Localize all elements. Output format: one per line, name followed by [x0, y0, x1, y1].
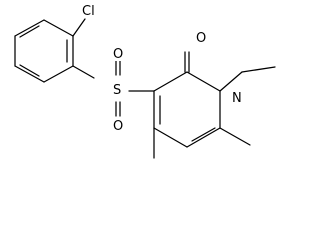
sulfonyl-bottom-oxygen-label: O: [113, 119, 123, 134]
molecule-diagram: Cl S O O O N: [14, 2, 276, 159]
chlorine-atom-label: Cl: [82, 4, 95, 19]
bond-aryl-inner-double-b: [19, 64, 40, 77]
bond-aryl-sulfur: [72, 65, 95, 79]
bond-n-ethyl-ch2: [219, 71, 243, 92]
bond-c6-methyl: [219, 127, 251, 146]
sulfonyl-top-oxygen-label-background: [110, 45, 128, 61]
bond-pyridone-c6-c5: [186, 127, 221, 148]
chlorine-label-background: [79, 2, 101, 18]
carbonyl-oxygen-label: O: [196, 31, 206, 46]
bond-layer: [14, 18, 276, 159]
chemical-structure-canvas: Cl S O O O N: [14, 2, 276, 159]
bond-pyridone-c5-c4: [153, 127, 188, 148]
carbonyl-oxygen-label-background: [193, 29, 211, 45]
bond-aryl-c3-c4: [43, 65, 74, 83]
bond-aryl-c6-c1: [14, 19, 45, 37]
bond-aryl-c1-c2: [43, 19, 74, 37]
bond-pyridone-c2-n1: [186, 71, 221, 92]
nitrogen-atom-label: N: [232, 91, 242, 106]
bond-pyridone-inner-double-bottom: [191, 127, 216, 142]
bond-aryl-c4-c5: [14, 65, 45, 83]
sulfur-atom-label: S: [113, 83, 121, 98]
bond-ethyl-ch2-ch3: [241, 66, 276, 73]
nitrogen-label-background: [229, 89, 247, 105]
bond-aryl-chlorine: [72, 18, 86, 37]
bond-pyridone-c3-c2: [153, 71, 188, 92]
bond-aryl-inner-double-c: [19, 25, 40, 38]
sulfonyl-top-oxygen-label: O: [113, 47, 123, 62]
atom-label-layer: Cl S O O O N: [79, 2, 247, 134]
sulfonyl-bottom-oxygen-label-background: [110, 117, 128, 133]
sulfur-label-background: [109, 81, 127, 97]
